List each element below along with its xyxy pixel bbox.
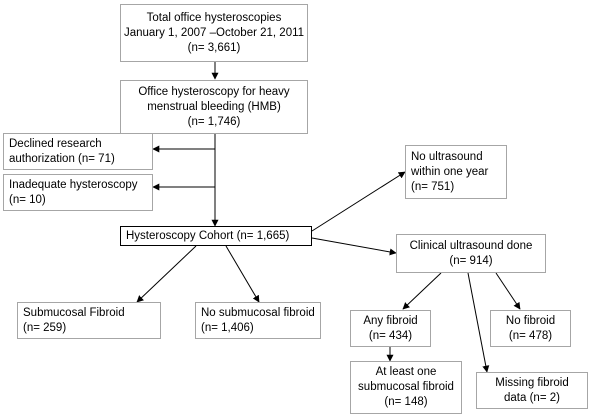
arrow-to-no-fibroid — [495, 272, 521, 310]
arrow-to-no-ultrasound — [311, 171, 406, 232]
node-any-fibroid: Any fibroid (n= 434) — [350, 310, 431, 347]
node-inadequate-hysteroscopy: Inadequate hysteroscopy (n= 10) — [3, 174, 153, 211]
node-hmb: Office hysteroscopy for heavy menstrual … — [120, 80, 308, 134]
arrow-to-no-submucosal — [225, 245, 260, 303]
node-submucosal-fibroid: Submucosal Fibroid (n= 259) — [17, 302, 161, 339]
arrow-to-any-fibroid — [402, 272, 442, 310]
node-total-hysteroscopies: Total office hysteroscopies January 1, 2… — [120, 4, 308, 62]
node-ultrasound-done: Clinical ultrasound done (n= 914) — [396, 234, 546, 273]
node-missing-fibroid-data: Missing fibroid data (n= 2) — [476, 372, 588, 409]
node-at-least-one-submucosal: At least one submucosal fibroid (n= 148) — [350, 361, 462, 414]
node-no-fibroid: No fibroid (n= 478) — [490, 310, 571, 347]
arrow-to-missing — [467, 272, 490, 373]
node-no-ultrasound: No ultrasound within one year (n= 751) — [405, 145, 507, 199]
node-declined-authorization: Declined research authorization (n= 71) — [3, 133, 153, 170]
arrow-to-submucosal — [136, 245, 197, 303]
node-hysteroscopy-cohort: Hysteroscopy Cohort (n= 1,665) — [120, 226, 312, 246]
node-no-submucosal-fibroid: No submucosal fibroid (n= 1,406) — [195, 302, 321, 339]
arrow-to-ultrasound-done — [311, 237, 397, 256]
